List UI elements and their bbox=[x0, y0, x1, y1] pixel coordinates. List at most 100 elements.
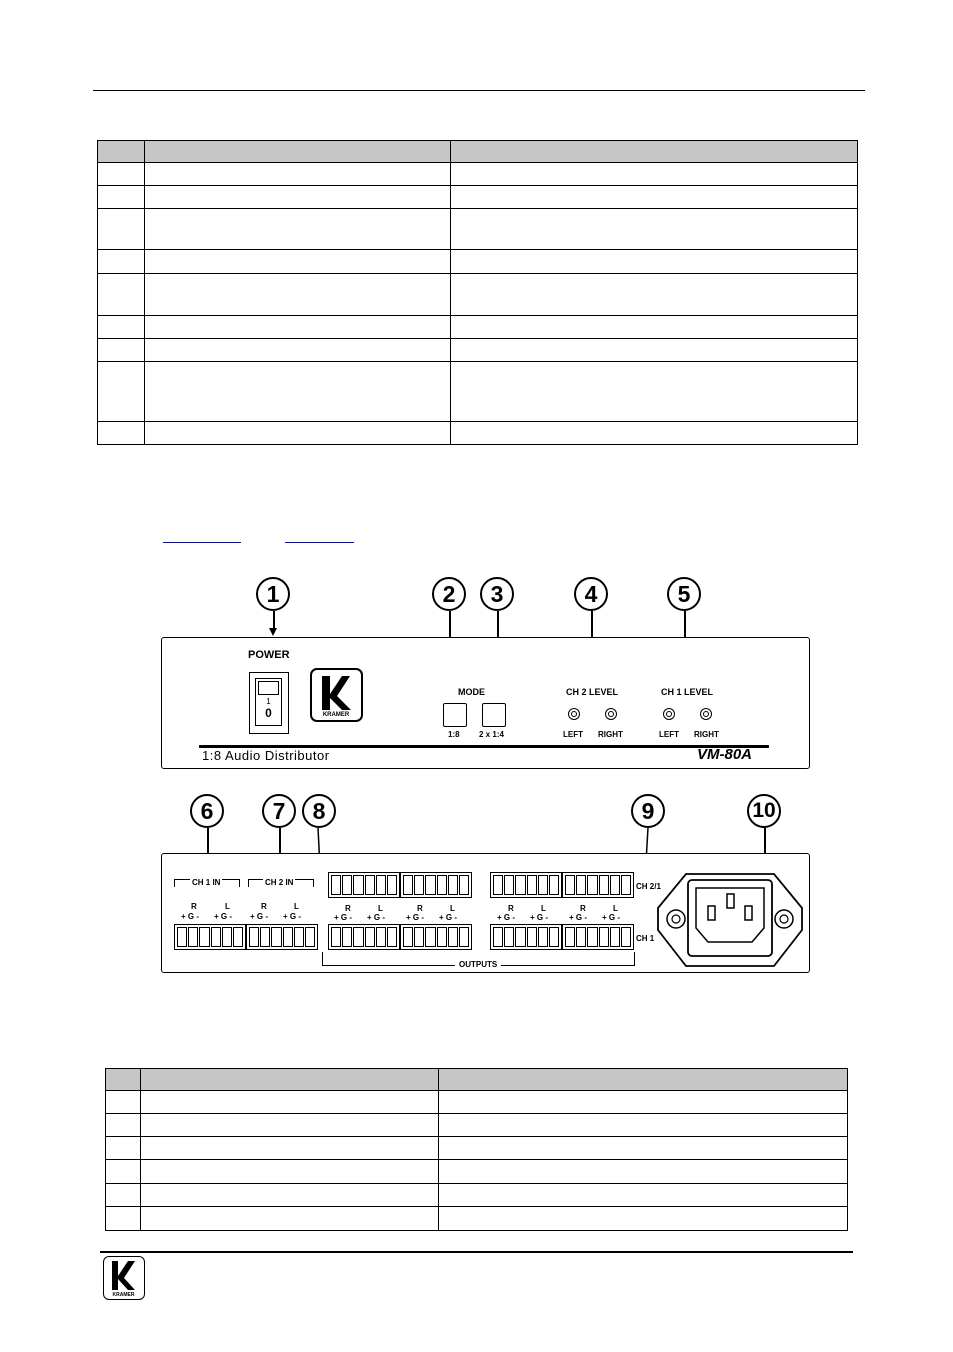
output-terminal-lower-3[interactable] bbox=[490, 924, 562, 950]
table-header-row bbox=[105, 1068, 848, 1091]
ch1-right-knob[interactable] bbox=[700, 708, 712, 720]
mode-1-8-button[interactable] bbox=[443, 703, 467, 727]
callout-3: 3 bbox=[480, 577, 514, 611]
switch-off-mark: 0 bbox=[265, 706, 272, 720]
product-description: 1:8 Audio Distributor bbox=[202, 748, 330, 763]
mode-2x14-button[interactable] bbox=[482, 703, 506, 727]
out-r-label: R bbox=[580, 904, 586, 913]
callout-10: 10 bbox=[747, 794, 781, 828]
out-r-label: R bbox=[417, 904, 423, 913]
ch2-left-label: LEFT bbox=[563, 730, 583, 739]
table-row bbox=[97, 208, 858, 250]
out-l-label: L bbox=[541, 904, 546, 913]
out-pin-label: + G - bbox=[406, 913, 425, 922]
power-switch: 1 0 bbox=[249, 672, 289, 734]
in-l-label: L bbox=[225, 902, 230, 911]
out-pin-label: + G - bbox=[530, 913, 549, 922]
ch2-right-label: RIGHT bbox=[598, 730, 623, 739]
footer-rule bbox=[100, 1251, 853, 1253]
table-row bbox=[97, 421, 858, 445]
front-panel: POWER 1 0 KRAMER MODE 1:8 2 x 1:4 CH 2 L… bbox=[161, 637, 810, 769]
front-panel-features-table bbox=[97, 140, 858, 445]
table-row bbox=[97, 361, 858, 422]
out-pin-label: + G - bbox=[602, 913, 621, 922]
out-r-label: R bbox=[508, 904, 514, 913]
mode-1-8-label: 1:8 bbox=[448, 730, 460, 739]
in-pin-label: + G - bbox=[283, 912, 302, 921]
table-row bbox=[97, 162, 858, 186]
output-terminal-upper-3[interactable] bbox=[490, 872, 562, 898]
callout-4: 4 bbox=[574, 577, 608, 611]
table-row bbox=[105, 1090, 848, 1114]
out-pin-label: + G - bbox=[439, 913, 458, 922]
kramer-logo: KRAMER bbox=[310, 668, 363, 722]
footer-logo-text: KRAMER bbox=[113, 1292, 135, 1298]
ch1-left-label: LEFT bbox=[659, 730, 679, 739]
out-pin-label: + G - bbox=[367, 913, 386, 922]
model-name: VM-80A bbox=[697, 746, 753, 763]
output-terminal-lower-2[interactable] bbox=[400, 924, 472, 950]
ch2-level-label: CH 2 LEVEL bbox=[566, 687, 619, 697]
ch1-output-label: CH 1 bbox=[636, 934, 655, 943]
in-pin-label: + G - bbox=[181, 912, 200, 921]
ch2-right-knob[interactable] bbox=[605, 708, 617, 720]
table-row bbox=[105, 1113, 848, 1137]
ch1-level-label: CH 1 LEVEL bbox=[661, 687, 714, 697]
out-pin-label: + G - bbox=[497, 913, 516, 922]
out-r-label: R bbox=[345, 904, 351, 913]
in-pin-label: + G - bbox=[250, 912, 269, 921]
switch-on-mark: 1 bbox=[266, 697, 271, 706]
figure-link-2[interactable] bbox=[285, 542, 354, 543]
in-l-label: L bbox=[294, 902, 299, 911]
out-l-label: L bbox=[613, 904, 618, 913]
svg-text:KRAMER: KRAMER bbox=[323, 712, 350, 718]
table-row bbox=[97, 249, 858, 274]
output-terminal-upper-4[interactable] bbox=[562, 872, 634, 898]
table-row bbox=[97, 273, 858, 316]
callout-8: 8 bbox=[302, 794, 336, 828]
ch1-right-label: RIGHT bbox=[694, 730, 719, 739]
ch2-in-terminal[interactable] bbox=[246, 924, 318, 950]
output-terminal-lower-4[interactable] bbox=[562, 924, 634, 950]
table-row bbox=[105, 1159, 848, 1184]
in-r-label: R bbox=[261, 902, 267, 911]
table-header-row bbox=[97, 140, 858, 163]
table-row bbox=[97, 338, 858, 362]
table-row bbox=[105, 1206, 848, 1231]
table-row bbox=[105, 1183, 848, 1207]
output-terminal-upper-2[interactable] bbox=[400, 872, 472, 898]
ch2-left-knob[interactable] bbox=[568, 708, 580, 720]
mode-label: MODE bbox=[458, 687, 485, 697]
power-label: POWER bbox=[248, 649, 290, 661]
output-terminal-lower-1[interactable] bbox=[328, 924, 400, 950]
header-rule bbox=[93, 90, 865, 91]
mode-2x14-label: 2 x 1:4 bbox=[479, 730, 504, 739]
table-row bbox=[105, 1136, 848, 1160]
callout-9: 9 bbox=[631, 794, 665, 828]
out-pin-label: + G - bbox=[334, 913, 353, 922]
callout-5: 5 bbox=[667, 577, 701, 611]
callout-2: 2 bbox=[432, 577, 466, 611]
table-row bbox=[97, 185, 858, 209]
power-inlet[interactable] bbox=[656, 868, 804, 972]
in-r-label: R bbox=[191, 902, 197, 911]
outputs-label: OUTPUTS bbox=[455, 960, 502, 969]
callout-6: 6 bbox=[190, 794, 224, 828]
out-pin-label: + G - bbox=[569, 913, 588, 922]
front-panel-divider bbox=[199, 745, 769, 748]
rear-panel: CH 1 IN CH 2 IN R L R L + G - + G - + G … bbox=[161, 853, 810, 973]
rear-panel-features-table bbox=[105, 1068, 848, 1231]
ch1-in-label: CH 1 IN bbox=[190, 878, 223, 887]
output-terminal-upper-1[interactable] bbox=[328, 872, 400, 898]
in-pin-label: + G - bbox=[214, 912, 233, 921]
footer-kramer-logo: KRAMER bbox=[103, 1256, 145, 1300]
ch2-in-label: CH 2 IN bbox=[263, 878, 296, 887]
ch1-left-knob[interactable] bbox=[663, 708, 675, 720]
out-l-label: L bbox=[378, 904, 383, 913]
callout-7: 7 bbox=[262, 794, 296, 828]
callout-1-arrow bbox=[270, 611, 276, 636]
ch21-label: CH 2/1 bbox=[636, 882, 661, 891]
out-l-label: L bbox=[450, 904, 455, 913]
ch1-in-terminal[interactable] bbox=[174, 924, 246, 950]
figure-link-1[interactable] bbox=[163, 542, 241, 543]
